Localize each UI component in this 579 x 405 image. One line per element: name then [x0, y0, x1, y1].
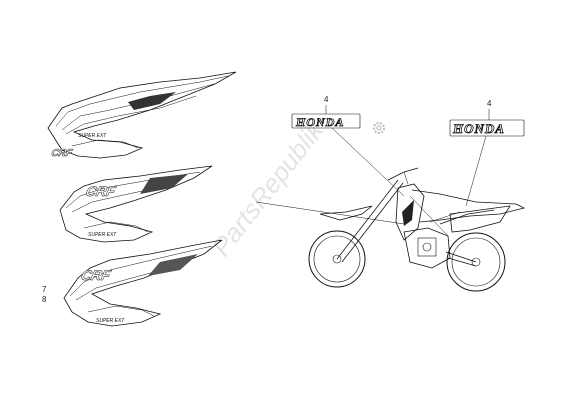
decal-top-small-text: SUPER EXT [78, 133, 107, 139]
decal-bottom-model-text: CRF [79, 268, 112, 284]
callout-8: 8 [42, 295, 47, 304]
emblem-left-text: HONDA [295, 115, 344, 129]
decal-shroud-middle: CRF SUPER EXT [59, 165, 213, 243]
motorcycle [308, 167, 526, 292]
decal-bottom-small-text: SUPER EXT [96, 318, 125, 324]
watermark-text: PartsRepublik [206, 114, 331, 262]
honda-emblem-right: 4 HONDA [449, 99, 525, 207]
callout-4-right: 4 [487, 99, 492, 108]
decal-mid-small-text: SUPER EXT [88, 232, 117, 238]
decal-mid-model-text: CRF [84, 184, 117, 200]
decal-shroud-top: CRF SUPER EXT [47, 71, 237, 159]
gear-icon [373, 122, 385, 134]
watermark: PartsRepublik [206, 114, 331, 262]
honda-emblem-left: 4 HONDA [291, 95, 405, 197]
decal-top-model-text: CRF [50, 148, 74, 159]
emblem-right-text: HONDA [452, 121, 505, 136]
decal-shroud-bottom: CRF SUPER EXT [63, 239, 223, 327]
callout-7: 7 [42, 285, 47, 294]
callout-4-left: 4 [324, 95, 329, 104]
